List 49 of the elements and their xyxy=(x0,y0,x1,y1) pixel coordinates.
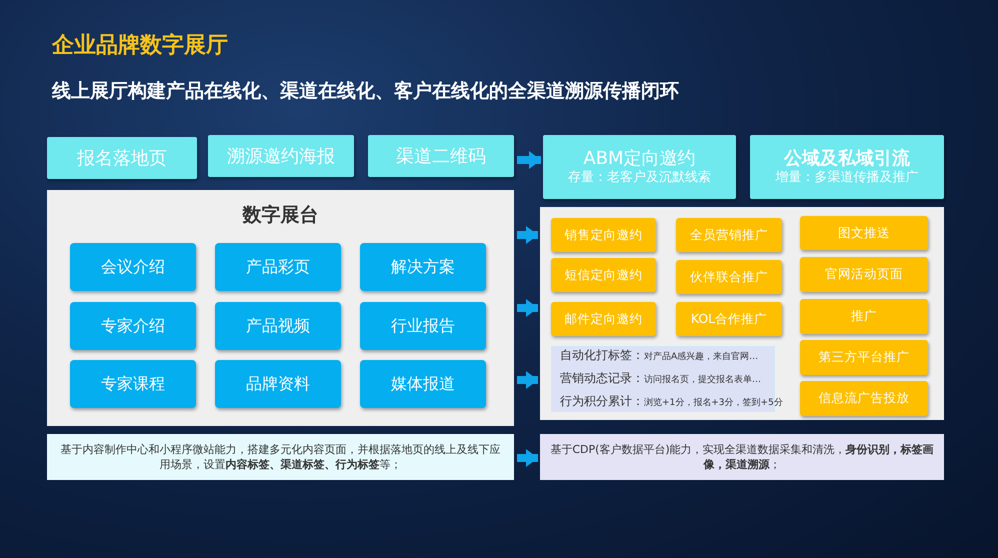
promotion-box: 推广 xyxy=(800,299,928,334)
promotion-box: 信息流广告投放 xyxy=(800,381,928,416)
promotion-box: KOL合作推广 xyxy=(676,302,782,336)
content-box: 品牌资料 xyxy=(215,360,341,408)
arrow xyxy=(517,371,538,389)
box-label: ABM定向邀约 xyxy=(583,148,696,170)
panel-box xyxy=(47,190,514,426)
panel-title: 数字展台 xyxy=(241,203,320,228)
content-box: 会议介绍 xyxy=(70,243,196,291)
content-box: 专家课程 xyxy=(70,360,196,408)
arrow xyxy=(517,449,538,467)
content-box: 行业报告 xyxy=(360,302,486,350)
promotion-box: 图文推送 xyxy=(800,216,928,250)
subtitle: 线上展厅构建产品在线化、渠道在线化、客户在线化的全渠道溯源传播闭环 xyxy=(52,79,679,104)
tag-label: 自动化打标签： xyxy=(560,346,644,364)
tag-example: 访问报名页，提交报名表单… xyxy=(644,374,761,386)
note-text: 基于CDP(客户数据平台)能力，实现全渠道数据采集和清洗，身份识别，标签画像，渠道溯源； xyxy=(549,442,935,472)
promotion-box: 全员营销推广 xyxy=(676,218,782,252)
tag-label: 营销动态记录： xyxy=(560,370,644,386)
promotion-box: 销售定向邀约 xyxy=(551,218,656,252)
promotion-box: 短信定向邀约 xyxy=(551,258,656,292)
arrow xyxy=(517,226,538,244)
note-text: 基于内容制作中心和小程序微站能力，搭建多元化内容页面，并根据落地页的线上及线下应用场景，设置内容标签、渠道标签、行为标签等； xyxy=(60,442,502,472)
channel-box: 报名落地页 xyxy=(47,137,197,179)
content-box: 解决方案 xyxy=(360,243,486,291)
content-box: 产品视频 xyxy=(215,302,341,350)
note-box xyxy=(540,434,944,480)
content-box: 媒体报道 xyxy=(360,360,486,408)
promotion-box: 邮件定向邀约 xyxy=(551,302,656,336)
content-box: 专家介绍 xyxy=(70,302,196,350)
panel-box xyxy=(540,207,944,420)
tag-label: 行为积分累计： xyxy=(560,392,644,410)
title: 企业品牌数字展厅 xyxy=(52,32,228,60)
box-label: 公域及私域引流 xyxy=(784,148,910,170)
tag-example: 浏览+1分，报名+3分，签到+5分 xyxy=(644,396,783,410)
channel-box: 溯源邀约海报 xyxy=(208,135,354,177)
content-box: 产品彩页 xyxy=(215,243,341,291)
box-subtitle: 增量：多渠道传播及推广 xyxy=(776,170,918,186)
note-box xyxy=(47,434,514,480)
channel-box: 渠道二维码 xyxy=(368,135,514,177)
channel-box xyxy=(543,135,736,199)
arrow xyxy=(517,299,538,317)
tag-example: 对产品A感兴趣，来自官网… xyxy=(644,350,758,364)
box-subtitle: 存量：老客户及沉默线索 xyxy=(568,170,711,186)
promotion-box: 官网活动页面 xyxy=(800,257,928,292)
promotion-box: 伙伴联合推广 xyxy=(676,260,782,294)
channel-box xyxy=(750,135,944,199)
arrow xyxy=(517,151,541,169)
promotion-box: 第三方平台推广 xyxy=(800,340,928,375)
